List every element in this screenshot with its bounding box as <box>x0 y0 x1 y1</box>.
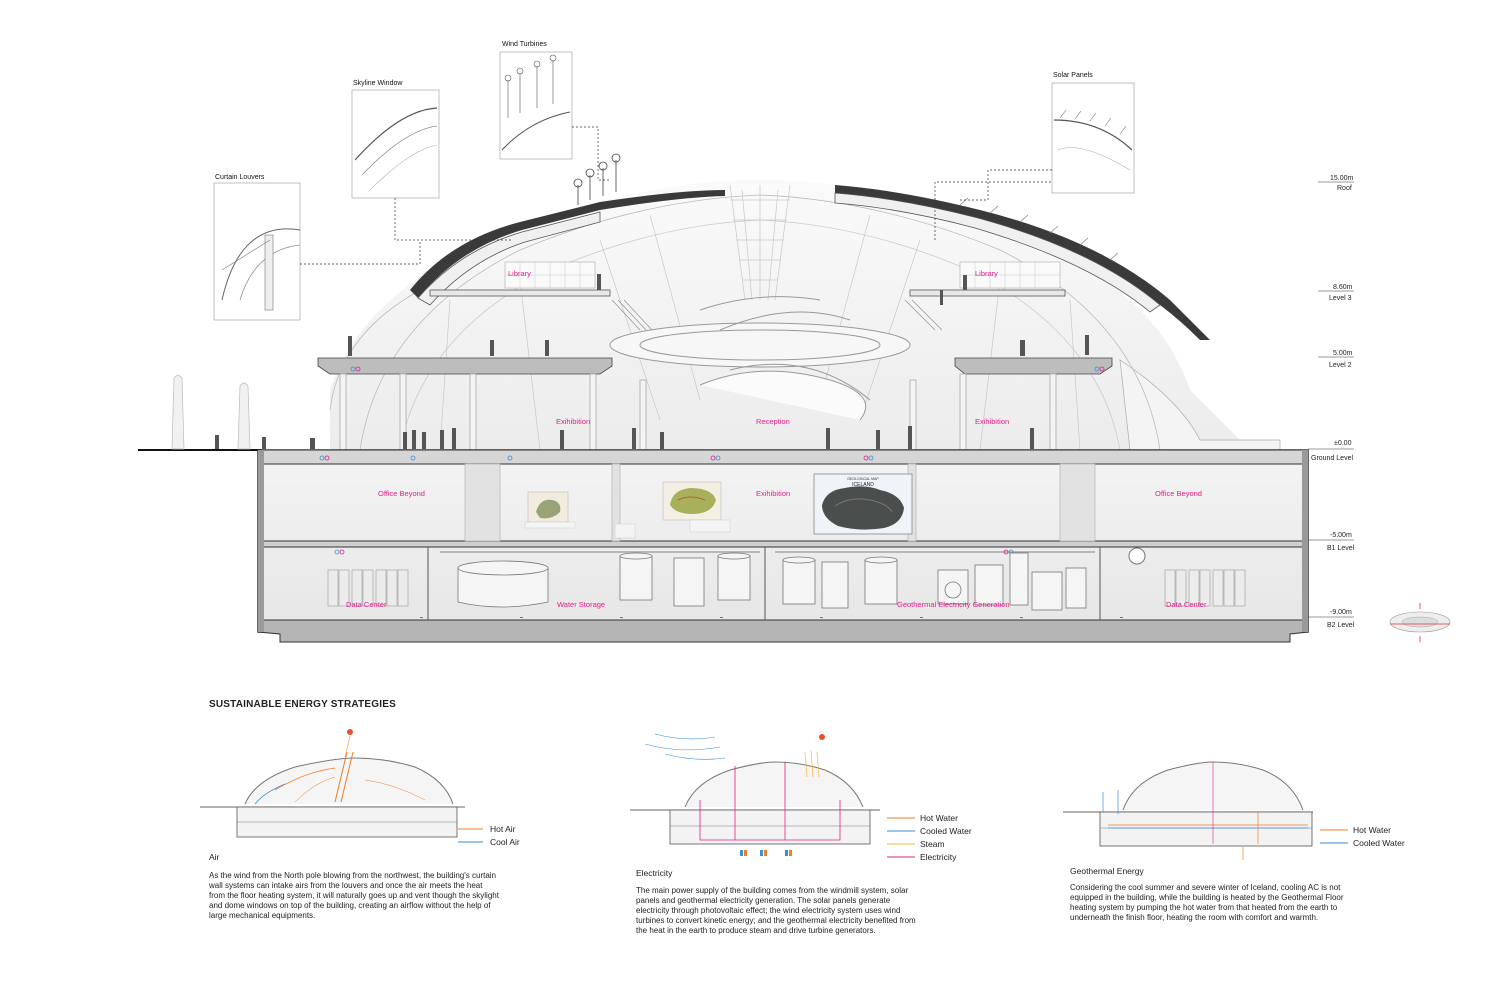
library-floor-right <box>909 289 1066 297</box>
iceland-map-shape <box>822 486 904 530</box>
electricity-title: Electricity <box>636 868 673 878</box>
room-water-storage: Water Storage <box>557 600 605 609</box>
air-title: Air <box>209 852 220 862</box>
elec-legend-electricity: Electricity <box>920 852 957 862</box>
basement: GEOLOGICAL MAP ICELAND <box>257 366 1309 643</box>
geothermal-machinery <box>782 552 1087 611</box>
air-legend-hot: Hot Air <box>490 824 516 834</box>
level-3-value: 8.60m <box>1333 284 1353 291</box>
building-section-drawing: GEOLOGICAL MAP ICELAND <box>138 41 1451 643</box>
air-diagram: Hot Air Cool Air <box>200 729 520 847</box>
level-ground-value: ±0.00 <box>1334 440 1352 447</box>
level-b2-value: -9.00m <box>1330 609 1352 616</box>
level-2-name: Level 2 <box>1329 362 1352 369</box>
electricity-body: The main power supply of the building co… <box>636 886 916 935</box>
svg-text:Solar Panels: Solar Panels <box>1053 72 1093 79</box>
level-roof-value: 15.00m <box>1330 175 1354 182</box>
room-exhibition-right: Exihibition <box>975 417 1009 426</box>
room-office-left: Office Beyond <box>378 489 425 498</box>
b1-slab <box>257 540 1309 548</box>
elec-legend-cooled-water: Cooled Water <box>920 826 972 836</box>
callout-skyline-window: Skyline Window <box>351 80 512 241</box>
level-b2-name: B2 Level <box>1327 622 1355 629</box>
map-title: ICELAND <box>852 482 874 488</box>
ground-slab <box>257 449 1309 465</box>
room-reception: Reception <box>756 417 790 426</box>
dome-structure <box>317 153 1281 451</box>
svg-text:Wind Turbines: Wind Turbines <box>502 41 547 48</box>
foundation <box>257 619 1309 643</box>
data-center-racks-right <box>1164 569 1246 607</box>
water-storage-tanks <box>457 552 751 608</box>
room-exhibition-b1: Exihibition <box>756 489 790 498</box>
room-library-left: Library <box>508 269 531 278</box>
geo-legend-cooled-water: Cooled Water <box>1353 838 1405 848</box>
room-data-center-right: Data Center <box>1166 600 1207 609</box>
geo-legend-hot-water: Hot Water <box>1353 825 1391 835</box>
map-title-small: GEOLOGICAL MAP <box>847 477 879 481</box>
level-b1-name: B1 Level <box>1327 545 1355 552</box>
level-markers: 15.00m Roof 8.60m Level 3 5.00m Level 2 … <box>1308 175 1355 629</box>
level2-slab-right <box>954 357 1113 375</box>
room-geothermal: Geothermal Electricity Generation <box>897 600 1010 609</box>
level-roof-name: Roof <box>1337 185 1352 192</box>
level-ground-name: Ground Level <box>1311 455 1353 462</box>
geothermal-body: Considering the cool summer and severe w… <box>1070 883 1344 922</box>
svg-text:Curtain Louvers: Curtain Louvers <box>215 174 265 181</box>
level-3-name: Level 3 <box>1329 295 1352 302</box>
section-title: SUSTAINABLE ENERGY STRATEGIES <box>209 699 396 710</box>
electricity-diagram: Hot Water Cooled Water Steam Electricity <box>630 733 972 862</box>
room-office-right: Office Beyond <box>1155 489 1202 498</box>
callout-wind-turbines: Wind Turbines <box>499 41 610 181</box>
room-exhibition-left: Exihibition <box>556 417 590 426</box>
distant-tower-left <box>171 375 185 450</box>
elec-legend-hot-water: Hot Water <box>920 813 958 823</box>
elec-legend-steam: Steam <box>920 839 945 849</box>
callout-curtain-louvers: Curtain Louvers <box>213 174 421 321</box>
distant-tower-right <box>237 382 251 450</box>
air-body: As the wind from the North pole blowing … <box>209 871 499 920</box>
data-center-racks-left <box>327 569 409 607</box>
roof-shell-left <box>410 190 725 298</box>
level-b1-value: -5.00m <box>1330 532 1352 539</box>
level-2-value: 5.00m <box>1333 350 1353 357</box>
air-legend-cool: Cool Air <box>490 837 520 847</box>
geothermal-diagram: Hot Water Cooled Water <box>1063 761 1405 860</box>
key-plan-icon <box>1389 603 1451 642</box>
callout-solar-panels: Solar Panels <box>934 72 1135 240</box>
room-library-right: Library <box>975 269 998 278</box>
svg-text:Skyline Window: Skyline Window <box>353 80 403 87</box>
room-data-center-left: Data Center <box>346 600 387 609</box>
level2-slab-left <box>317 357 613 375</box>
library-floor-left <box>429 289 611 297</box>
geothermal-title: Geothermal Energy <box>1070 866 1144 876</box>
